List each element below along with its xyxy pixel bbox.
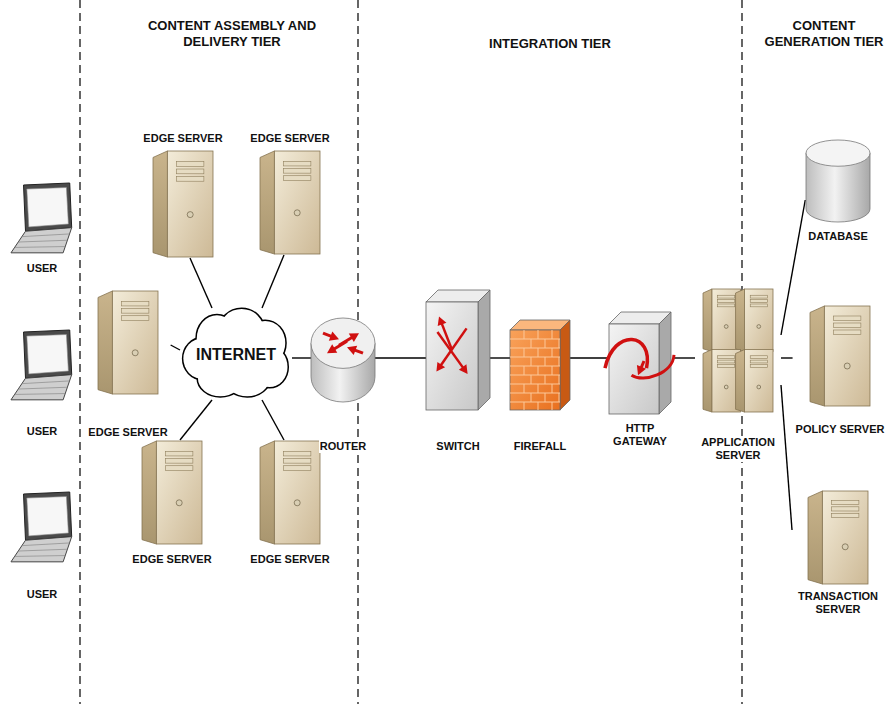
device-label: USER: [26, 588, 59, 601]
network-link: [262, 400, 284, 440]
firewall: FIREFALL: [510, 320, 570, 453]
user-laptop: USER: [9, 492, 75, 601]
network-link: [673, 357, 695, 358]
device-label: APPLICATION SERVER: [697, 436, 779, 462]
application-server: APPLICATION SERVER: [695, 288, 781, 462]
network-link: [171, 345, 180, 350]
user-laptop-icon: [9, 492, 75, 564]
router-icon: [311, 318, 375, 402]
tier-heading: INTEGRATION TIER: [450, 36, 650, 52]
policy-server: POLICY SERVER: [793, 305, 888, 436]
cloud-label: INTERNET: [195, 345, 277, 364]
device-label: TRANSACTION SERVER: [794, 590, 882, 616]
transaction-server: TRANSACTION SERVER: [792, 490, 884, 616]
edge-server-icon: [141, 440, 203, 545]
device-label: POLICY SERVER: [795, 423, 886, 436]
device-label: ROUTER: [319, 440, 367, 453]
network-link: [292, 357, 311, 358]
network-link: [570, 357, 607, 358]
router: ROUTER: [311, 318, 375, 453]
edge-server: EDGE SERVER: [129, 440, 214, 566]
transaction-server-icon: [807, 490, 869, 585]
tier-heading: CONTENT ASSEMBLY AND DELIVERY TIER: [132, 18, 332, 50]
network-switch-icon: [426, 290, 490, 410]
device-label: DATABASE: [807, 230, 868, 243]
tier-heading: CONTENT GENERATION TIER: [762, 18, 886, 50]
device-label: HTTP GATEWAY: [609, 422, 671, 448]
device-label: EDGE SERVER: [249, 132, 330, 145]
firewall-icon: [510, 320, 570, 410]
device-label: SWITCH: [435, 440, 480, 453]
database: DATABASE: [805, 140, 870, 243]
edge-server-icon: [152, 150, 214, 258]
edge-server: EDGE SERVER: [140, 132, 225, 258]
network-link: [262, 255, 284, 308]
device-label: USER: [26, 425, 59, 438]
network-link: [781, 357, 793, 358]
edge-server-icon: [97, 290, 159, 395]
policy-server-icon: [809, 305, 871, 407]
network-link: [180, 400, 212, 440]
tier-dividers: [80, 0, 742, 704]
edge-server-icon: [259, 150, 321, 255]
edge-server: EDGE SERVER: [247, 440, 332, 566]
internet-cloud: INTERNET: [180, 308, 292, 400]
edge-server-icon: [259, 440, 321, 545]
network-link: [190, 258, 212, 308]
device-label: FIREFALL: [513, 440, 568, 453]
user-laptop-icon: [9, 183, 75, 255]
user-laptop-icon: [9, 330, 75, 402]
network-link: [781, 200, 805, 335]
http-gateway-icon: [609, 312, 671, 414]
network-link: [490, 357, 510, 358]
user-laptop: USER: [9, 330, 75, 438]
network-link: [781, 385, 792, 530]
device-label: EDGE SERVER: [87, 426, 168, 439]
device-label: USER: [26, 262, 59, 275]
device-label: EDGE SERVER: [249, 553, 330, 566]
http-gateway: HTTP GATEWAY: [607, 312, 673, 448]
database-icon: [806, 140, 870, 222]
application-server-icon: [702, 288, 774, 413]
network-link: [375, 357, 426, 358]
edge-server: EDGE SERVER: [85, 290, 170, 439]
device-label: EDGE SERVER: [142, 132, 223, 145]
tier-divider: [79, 0, 80, 704]
device-label: EDGE SERVER: [131, 553, 212, 566]
user-laptop: USER: [9, 183, 75, 275]
edge-server: EDGE SERVER: [247, 132, 332, 255]
network-switch: SWITCH: [426, 290, 490, 453]
